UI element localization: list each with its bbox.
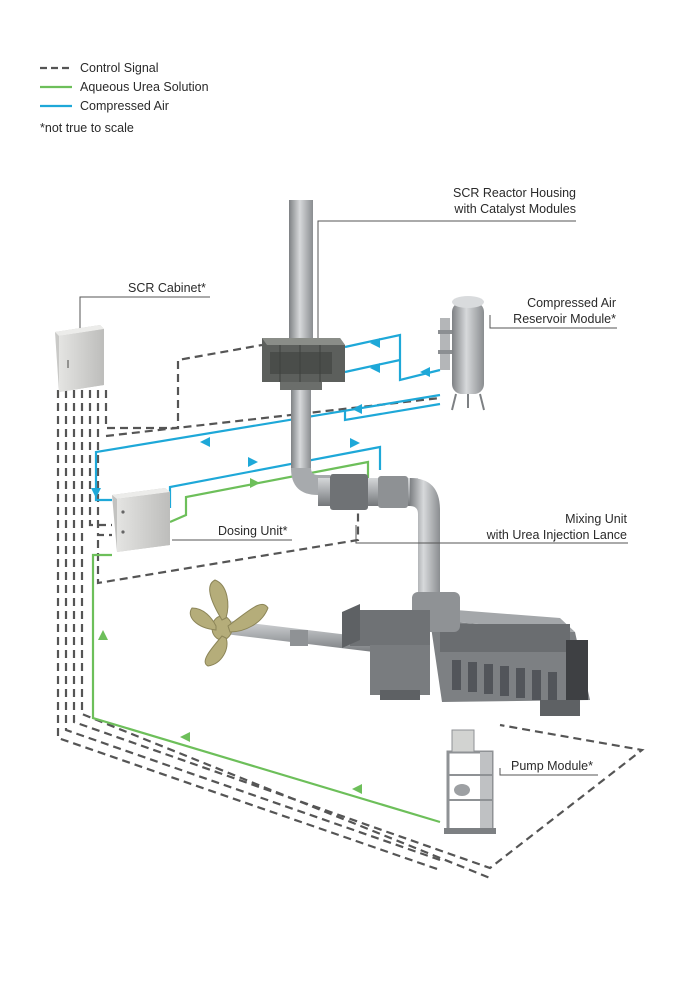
label-pump-module: Pump Module* [511,759,593,773]
label-compressed-air-reservoir: Compressed Air Reservoir Module* [513,295,616,327]
label-scr-reactor: SCR Reactor Housing with Catalyst Module… [453,185,576,217]
label-line: with Urea Injection Lance [486,528,627,542]
label-line: Mixing Unit [565,512,627,526]
scr-reactor-housing [262,338,345,390]
propeller [189,579,269,667]
legend-label: Compressed Air [80,98,169,113]
control-signal-lines [56,343,645,880]
label-scr-cabinet: SCR Cabinet* [128,281,206,295]
urea-lines [91,460,441,824]
dosing-unit [112,488,170,552]
label-line: SCR Reactor Housing [453,186,576,200]
dashed-line-swatch-icon [40,66,72,69]
pump-module [444,729,496,834]
urea-flow-arrows [98,478,362,794]
blue-line-swatch-icon [40,104,72,107]
scr-cabinet [55,325,104,392]
label-line: Reservoir Module* [513,312,616,326]
green-line-swatch-icon [40,85,72,88]
legend-item-control-signal: Control Signal [40,58,209,77]
label-line: with Catalyst Modules [454,202,576,216]
label-line: Compressed Air [527,296,616,310]
diesel-engine [342,592,590,716]
compressed-air-reservoir [438,296,485,411]
legend-item-compressed-air: Compressed Air [40,96,209,115]
air-flow-arrows [91,338,430,498]
legend-label: Control Signal [80,60,159,75]
label-dosing-unit: Dosing Unit* [218,524,288,538]
scale-note: *not true to scale [40,121,134,135]
exhaust-pipe [289,200,440,600]
legend-label: Aqueous Urea Solution [80,79,209,94]
legend-item-urea: Aqueous Urea Solution [40,77,209,96]
label-mixing-unit: Mixing Unit with Urea Injection Lance [487,511,627,543]
propeller-shaft [225,620,390,654]
legend: Control Signal Aqueous Urea Solution Com… [40,58,209,115]
label-leader-lines [79,220,628,776]
